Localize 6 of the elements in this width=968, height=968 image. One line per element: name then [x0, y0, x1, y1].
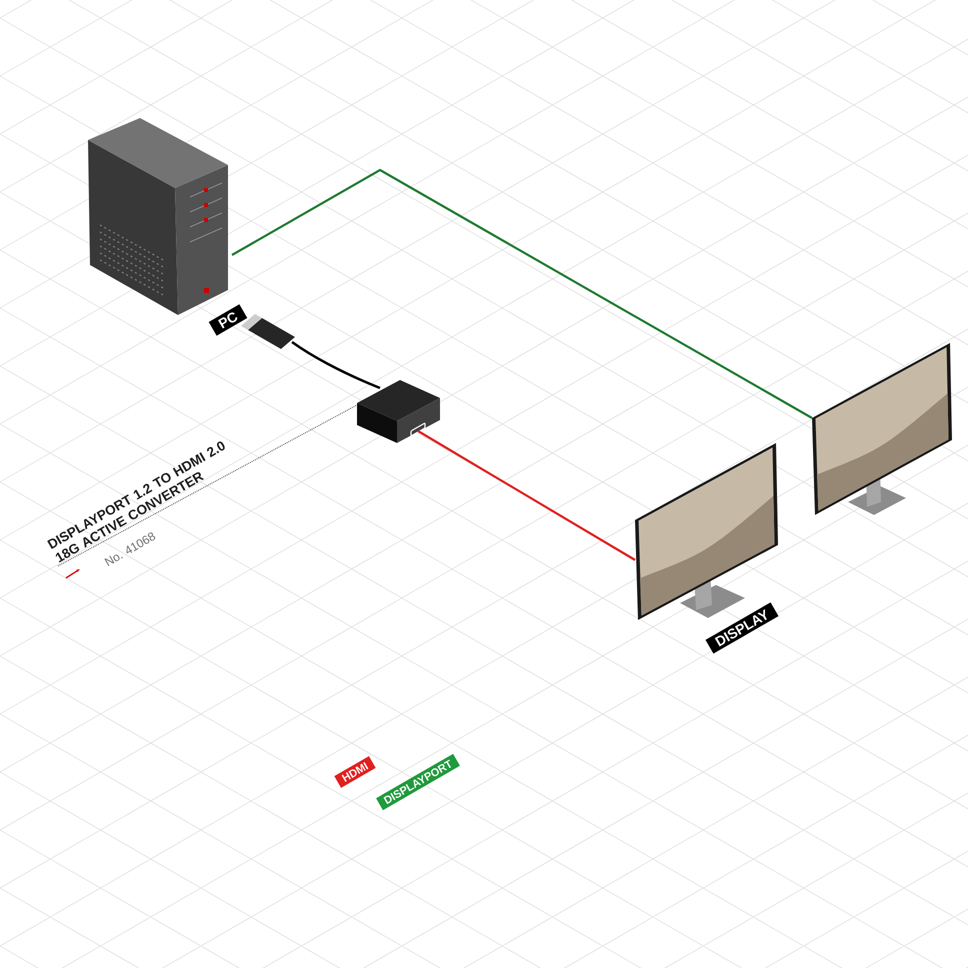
leader-line [58, 404, 358, 566]
converter-drawing [241, 314, 440, 443]
cable-line [231, 168, 813, 419]
monitor-drawing [812, 343, 952, 515]
name-tag: PC [208, 304, 248, 336]
cable-line [417, 430, 636, 561]
